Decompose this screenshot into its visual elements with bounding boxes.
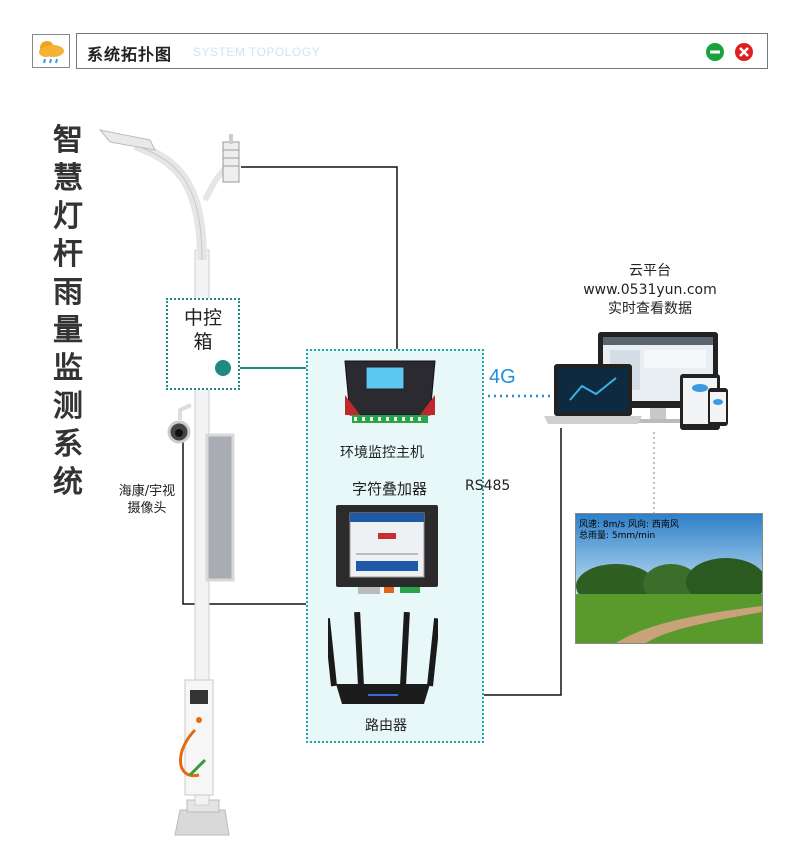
camera-label: 海康/宇视 摄像头 bbox=[107, 483, 187, 517]
system-title: 智慧灯杆雨量监测系统 bbox=[53, 123, 83, 500]
environment-host-device bbox=[344, 360, 436, 423]
control-box: 中控箱 bbox=[166, 298, 240, 390]
cloud-description: 实时查看数据 bbox=[608, 301, 692, 317]
video-overlay-line2: 总雨量: 5mm/min bbox=[579, 531, 656, 541]
overlay-label: 字符叠加器 bbox=[352, 480, 428, 498]
connector-dot bbox=[215, 360, 231, 376]
close-button[interactable] bbox=[735, 43, 753, 61]
smart-pole bbox=[98, 129, 240, 836]
cloud-devices bbox=[544, 332, 728, 430]
cloud-url: www.0531yun.com bbox=[583, 282, 717, 298]
control-box-label: 中控箱 bbox=[183, 307, 222, 353]
page-subtitle: SYSTEM TOPOLOGY bbox=[193, 45, 321, 59]
rs485-label: RS485 bbox=[465, 478, 511, 494]
close-icon bbox=[739, 47, 749, 57]
cloud-rain-icon bbox=[39, 41, 64, 64]
cloud-platform-label: 云平台 www.0531yun.com 实时查看数据 bbox=[560, 262, 740, 319]
minimize-icon bbox=[710, 50, 720, 54]
4g-label: 4G bbox=[489, 366, 516, 388]
park-scene bbox=[576, 514, 762, 643]
host-label: 环境监控主机 bbox=[340, 445, 424, 461]
router-label: 路由器 bbox=[365, 718, 407, 734]
character-overlay-device bbox=[336, 505, 438, 594]
camera-label-line2: 摄像头 bbox=[127, 501, 167, 516]
camera-preview: 风速: 8m/s 风向: 西南风 总雨量: 5mm/min bbox=[575, 513, 763, 644]
sensor-cable bbox=[241, 166, 398, 360]
page-title: 系统拓扑图 bbox=[87, 45, 173, 64]
logo bbox=[32, 34, 70, 68]
cloud-title: 云平台 bbox=[629, 263, 671, 279]
router-device bbox=[328, 612, 438, 704]
video-overlay-line1: 风速: 8m/s 风向: 西南风 bbox=[579, 520, 679, 530]
minimize-button[interactable] bbox=[706, 43, 724, 61]
camera-label-line1: 海康/宇视 bbox=[118, 484, 176, 499]
title-bar: 系统拓扑图 SYSTEM TOPOLOGY bbox=[76, 33, 768, 69]
